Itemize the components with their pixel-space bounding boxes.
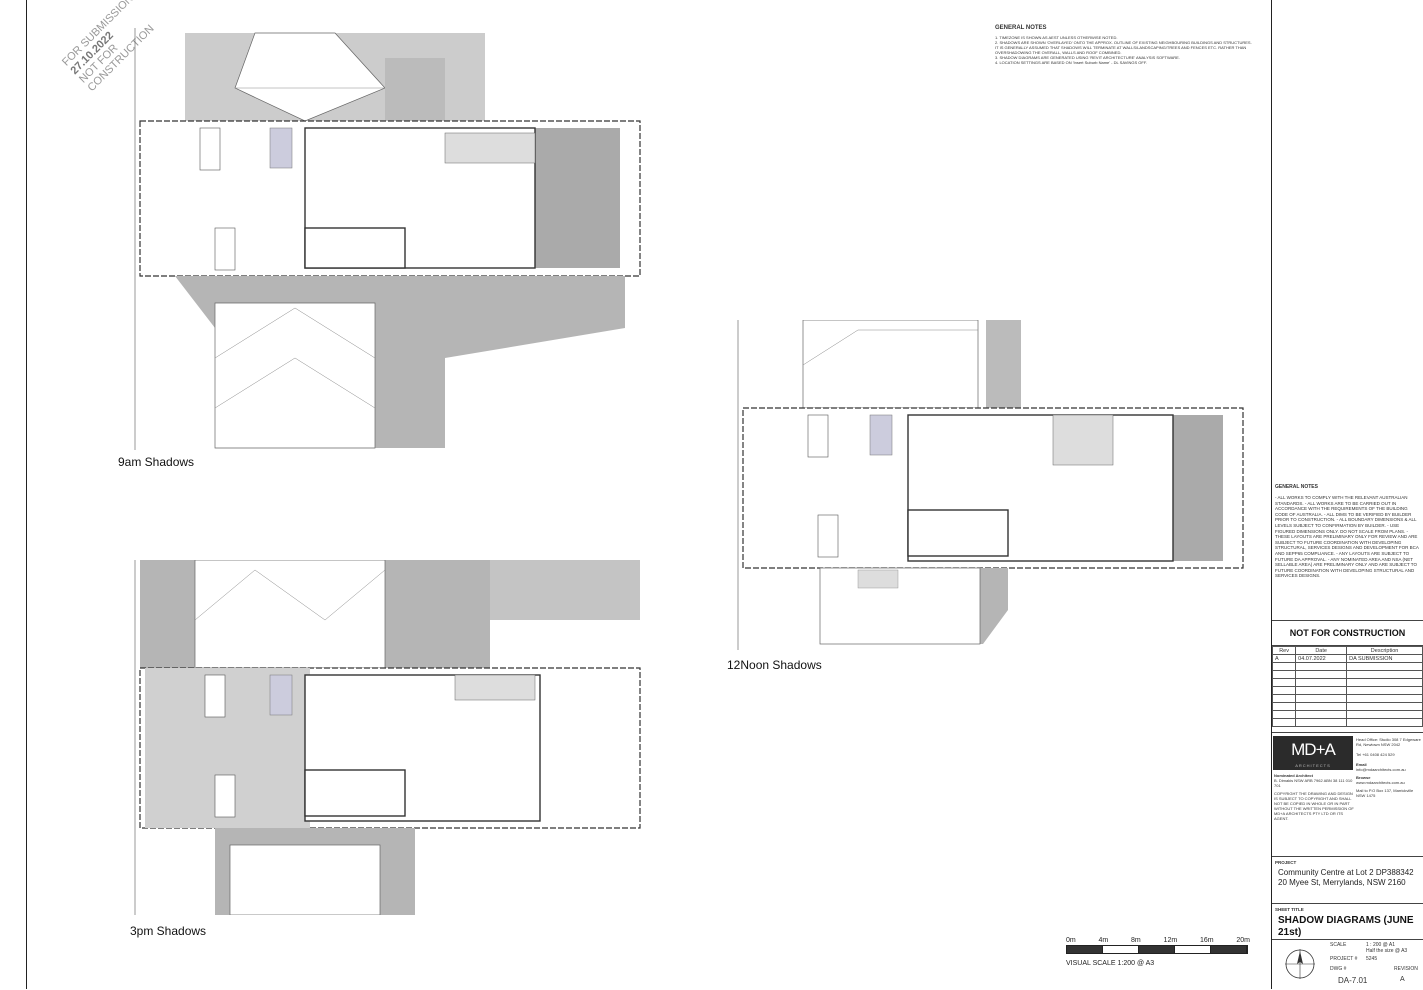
not-for-construction: NOT FOR CONSTRUCTION [1272, 620, 1423, 645]
dwg-label: DWG # [1330, 966, 1347, 972]
plan-label-9am: 9am Shadows [118, 455, 195, 469]
scale-tick: 20m [1236, 937, 1250, 944]
sheet-title-label: SHEET TITLE [1275, 907, 1304, 912]
general-note-2: 2. SHADOWS ARE SHOWN 'OVERLAYED' ONTO TH… [995, 40, 1252, 55]
general-notes-top: GENERAL NOTES 1. TIMEZONE IS SHOWN AS AE… [995, 25, 1255, 65]
scale-tick: 12m [1163, 937, 1178, 944]
rev-cell: DA SUBMISSION [1346, 654, 1423, 663]
office-details: MD+A ARCHITECTS Head Office: Studio 308 … [1272, 732, 1423, 829]
titleblock-notes-body: - ALL WORKS TO COMPLY WITH THE RELEVANT … [1275, 495, 1419, 579]
sheet-border-right [1271, 0, 1272, 989]
project-name: Community Centre at Lot 2 DP388342 20 My… [1278, 868, 1420, 888]
telephone: Tel +61 0408 424 529 [1356, 752, 1395, 757]
north-arrow-icon [1285, 949, 1315, 979]
project-line2: 20 Myee St, Merrylands, NSW 2160 [1278, 878, 1406, 887]
project-number-label: PROJECT # [1330, 956, 1358, 962]
browse: www.mdaarchitects.com.au [1356, 780, 1405, 785]
revision-label: REVISION [1394, 966, 1418, 972]
shadow-plan-3pm [105, 560, 645, 915]
drawing-info: SCALE 1 : 200 @ A1 Half the size @ A3 PR… [1272, 939, 1423, 990]
scale-tick: 8m [1131, 937, 1141, 944]
plan-label-12noon: 12Noon Shadows [727, 658, 822, 672]
visual-scale-bar: 0m 4m 8m 12m 16m 20m VISUAL SCALE 1:200 … [1066, 937, 1256, 967]
plan-label-3pm: 3pm Shadows [130, 924, 207, 938]
sheet-border-left [26, 0, 27, 989]
titleblock-general-notes: GENERAL NOTES - ALL WORKS TO COMPLY WITH… [1272, 480, 1423, 618]
email-label: Email [1356, 762, 1367, 767]
nominated-value: B. Dimakis NSW ARB 7962 ABN 38 111 010 7… [1274, 778, 1353, 788]
mail: Mail to P.O Box 137, Marrickville NSW 14… [1356, 788, 1414, 798]
project-label: PROJECT [1275, 860, 1297, 865]
scale-bar-graphic [1066, 945, 1248, 954]
logo-subtext: ARCHITECTS [1295, 763, 1331, 768]
rev-header: Date [1295, 646, 1348, 655]
mda-logo: MD+A ARCHITECTS [1273, 736, 1353, 770]
email: info@mdaarchitects.com.au [1356, 767, 1406, 772]
scale-tick: 0m [1066, 937, 1076, 944]
general-note-1: 1. TIMEZONE IS SHOWN AS AEST UNLESS OTHE… [995, 35, 1118, 40]
scale-tick: 4m [1098, 937, 1109, 944]
sheet-title-block: SHEET TITLE SHADOW DIAGRAMS (JUNE 21st) [1272, 903, 1423, 939]
sheet-title: SHADOW DIAGRAMS (JUNE 21st) [1278, 915, 1414, 938]
head-office: Head Office: Studio 308 7 Edgeware Rd, N… [1356, 737, 1421, 747]
scale-label: SCALE [1330, 942, 1347, 948]
rev-header: Rev [1271, 646, 1297, 655]
shadow-plan-12noon [728, 320, 1248, 650]
rev-header: Description [1346, 646, 1423, 655]
project-line1: Community Centre at Lot 2 DP388342 [1278, 868, 1414, 877]
scale-half: Half the size @ A3 [1366, 948, 1408, 954]
scale-tick: 16m [1199, 937, 1214, 944]
titleblock-notes-heading: GENERAL NOTES [1275, 484, 1318, 490]
scale-value: 1 : 200 @ A1 [1366, 942, 1395, 948]
office-contact: Head Office: Studio 308 7 Edgeware Rd, N… [1356, 737, 1422, 798]
table-row: A 04.07.2022 DA SUBMISSION [1271, 654, 1423, 663]
general-note-3: 3. SHADOW DIAGRAMS ARE GENERATED USING '… [995, 55, 1180, 60]
general-notes-title: GENERAL NOTES [995, 25, 1047, 31]
rev-cell: 04.07.2022 [1295, 654, 1348, 663]
rev-cell: A [1271, 654, 1297, 663]
drawing-number: DA-7.01 [1338, 976, 1368, 985]
scale-caption: VISUAL SCALE 1:200 @ A3 [1066, 960, 1155, 967]
browse-label: Browse [1356, 775, 1371, 780]
general-note-4: 4. LOCATION SETTINGS ARE BASED ON 'Inser… [995, 60, 1147, 65]
copyright: COPYRIGHT THE DRAWING AND DESIGN IS SUBJ… [1274, 791, 1354, 821]
nominated-label: Nominated Architect [1274, 773, 1313, 778]
logo-text: MD+A [1291, 740, 1336, 759]
revision-value: A [1400, 976, 1405, 983]
project-number: 5245 [1366, 956, 1378, 962]
nominated-architect: Nominated Architect B. Dimakis NSW ARB 7… [1274, 773, 1354, 821]
revision-table: Rev Date Description A 04.07.2022 DA SUB… [1271, 645, 1423, 732]
project-block: PROJECT Community Centre at Lot 2 DP3883… [1272, 856, 1423, 902]
scale-ticks: 0m 4m 8m 12m 16m 20m [1066, 937, 1250, 944]
shadow-plan-9am [105, 28, 645, 450]
title-block: GENERAL NOTES - ALL WORKS TO COMPLY WITH… [1271, 480, 1423, 990]
